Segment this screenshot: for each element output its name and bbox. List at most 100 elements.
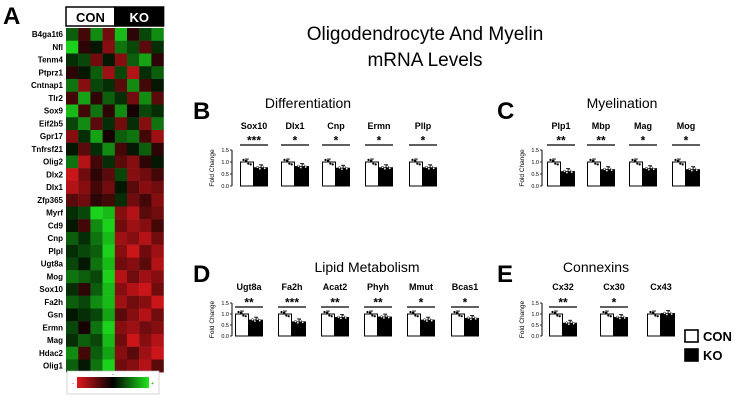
panel-d-y-label: Fold Change: [209, 301, 216, 339]
heatmap-cell: [102, 181, 115, 194]
heatmap-cell: [78, 321, 91, 335]
panel-b-gene-label: Ermn: [367, 121, 390, 131]
colorbar-mid-label: -: [112, 372, 114, 378]
panel-d-bar-con: [407, 313, 421, 337]
heatmap-cell: [90, 295, 103, 309]
panel-b-bar-ko: [295, 166, 309, 187]
panel-d-point-con: [455, 311, 458, 314]
panel-b-point-con: [244, 159, 247, 162]
heatmap-cell: [66, 193, 79, 207]
heatmap-cell: [139, 219, 152, 233]
panel-b-point-con: [374, 163, 377, 166]
heatmap-cell: [127, 346, 140, 360]
heatmap-cell: [114, 346, 128, 360]
heatmap-cell: [139, 257, 152, 271]
heatmap-cell: [78, 66, 91, 80]
heatmap-cell: [139, 308, 152, 322]
panel-d-point-con: [373, 315, 376, 318]
heatmap-cell: [102, 257, 115, 271]
heatmap-cell: [151, 104, 164, 118]
heatmap-row-label: Olig1: [43, 362, 64, 371]
panel-b-point-ko: [381, 165, 384, 169]
panel-b-gene-label: Dlx1: [285, 121, 304, 131]
heatmap-cell: [114, 193, 128, 207]
heatmap-group-ko-label: KO: [129, 10, 149, 25]
panel-c-point-con: [554, 162, 557, 165]
panel-c-sig-label: **: [556, 134, 566, 148]
heatmap-cell: [114, 283, 128, 296]
panel-letter-c: C: [497, 98, 514, 125]
heatmap-cell: [78, 308, 91, 322]
panel-b-point-ko: [432, 166, 436, 170]
heatmap-cell: [151, 168, 164, 182]
heatmap-cell: [90, 321, 103, 335]
panel-e-point-ko: [569, 320, 573, 324]
panel-c-point-ko: [563, 169, 566, 173]
heatmap-cell: [78, 53, 91, 67]
heatmap-row-label: Dlx2: [46, 170, 63, 179]
panel-c-gene-label: Mag: [634, 121, 652, 131]
panel-e-point-con: [551, 310, 554, 314]
panel-b-point-con: [285, 159, 288, 162]
heatmap-cell: [66, 334, 79, 347]
heatmap-row-label: Gpr17: [40, 132, 64, 141]
heatmap-row-label: Tenm4: [38, 56, 64, 65]
panel-c-point-con: [638, 163, 641, 166]
heatmap-row-label: Gsn: [47, 311, 63, 320]
panel-d-point-ko: [339, 317, 343, 320]
heatmap-cell: [127, 168, 140, 182]
heatmap-cell: [127, 28, 140, 41]
panel-d-point-ko: [337, 315, 340, 319]
panel-d-point-con: [239, 311, 242, 314]
panel-c-point-con: [674, 158, 677, 161]
heatmap-cell: [151, 155, 164, 169]
heatmap-cell: [139, 40, 152, 54]
panel-d-bar-ko: [249, 319, 263, 337]
panel-d-y-tick-label: 1.5: [221, 301, 229, 307]
panel-e-point-ko: [567, 322, 571, 326]
heatmap-cell: [114, 270, 128, 284]
panel-d-bar-ko: [335, 317, 349, 337]
panel-d-point-con: [416, 315, 419, 318]
panel-d-bar-con: [451, 313, 465, 337]
panel-b-point-con: [249, 163, 252, 166]
heatmap-row-label: Hdac2: [39, 349, 64, 358]
panel-b-point-ko: [345, 167, 349, 171]
panel-e-y-tick-label: 0.0: [531, 334, 539, 340]
heatmap-cell: [90, 53, 103, 67]
panel-c-title: Myelination: [587, 95, 658, 111]
heatmap-cell: [151, 193, 164, 207]
panel-c-sig-label: *: [684, 134, 689, 148]
heatmap-cell: [114, 79, 128, 92]
heatmap-cell: [66, 91, 79, 105]
panel-e-y-tick-label: 0.5: [531, 323, 539, 329]
heatmap-cell: [66, 321, 79, 335]
heatmap-cell: [78, 142, 91, 156]
panel-c-point-ko: [652, 167, 656, 171]
panel-e-point-ko: [620, 315, 624, 318]
panel-d-y-tick-label: 0.5: [221, 323, 229, 329]
heatmap-cell: [139, 244, 152, 258]
heatmap-cell: [114, 181, 128, 194]
panel-d-point-ko: [255, 317, 259, 321]
panel-d-point-ko: [469, 317, 473, 321]
heatmap-cell: [66, 244, 79, 258]
panel-d-point-ko: [298, 319, 302, 323]
heatmap-cell: [114, 244, 128, 258]
heatmap-cell: [114, 117, 128, 131]
heatmap-group-con-label: CON: [76, 10, 105, 25]
panel-b-point-con: [324, 158, 327, 161]
panel-d-y-tick-label: 0.0: [221, 334, 229, 340]
heatmap-cell: [90, 334, 103, 347]
heatmap-cell: [139, 232, 152, 245]
heatmap-cell: [151, 295, 164, 309]
panel-b-point-ko: [297, 164, 300, 168]
panel-d-sig-label: *: [419, 296, 424, 310]
panel-d-point-con: [414, 314, 417, 317]
panel-c-point-ko: [645, 166, 648, 170]
panel-b-y-tick-label: 0.5: [221, 172, 229, 178]
heatmap-cell: [139, 117, 152, 131]
heatmap-cell: [114, 321, 128, 335]
panel-c-point-ko: [695, 168, 699, 172]
